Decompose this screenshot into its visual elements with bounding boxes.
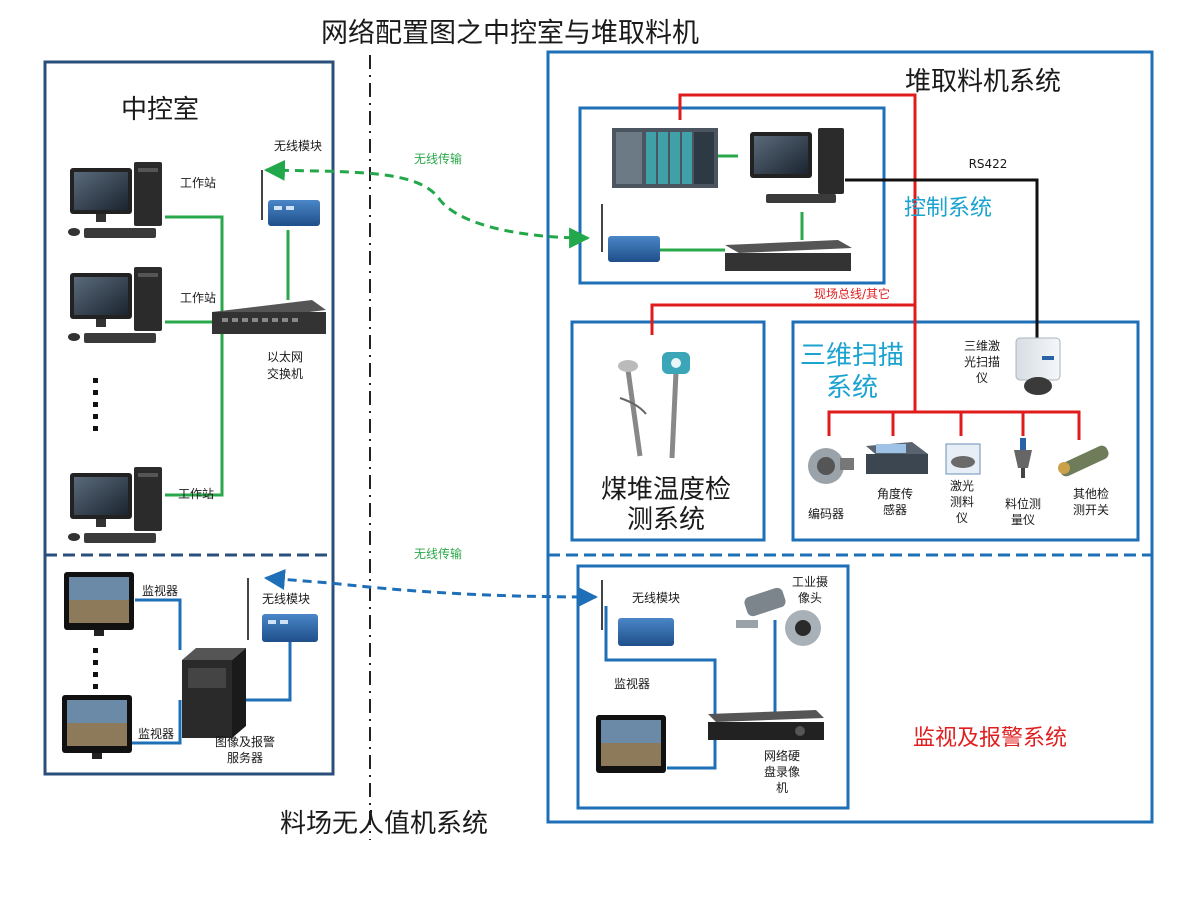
laser-meter-label-line2: 测料 bbox=[950, 495, 974, 509]
plc-icon bbox=[612, 128, 718, 188]
wireless-module-label-bottom: 无线模块 bbox=[262, 592, 310, 606]
workstation-2 bbox=[68, 267, 162, 343]
rs422-label: RS422 bbox=[969, 157, 1008, 171]
scan-system-box bbox=[791, 320, 1140, 542]
laser-scanner-label-line3: 仪 bbox=[976, 371, 988, 385]
keyboard-icon bbox=[84, 228, 156, 238]
workstation-label-3: 工作站 bbox=[178, 487, 214, 501]
level-meter-icon bbox=[1014, 438, 1032, 478]
angle-sensor-icon bbox=[866, 442, 928, 474]
coal-temp-title-line2: 测系统 bbox=[627, 505, 705, 535]
camera-icon bbox=[736, 587, 821, 646]
keyboard-icon bbox=[84, 533, 156, 543]
encoder-icon bbox=[808, 448, 854, 484]
control-room-title: 中控室 bbox=[121, 95, 199, 125]
wireless-link-bottom bbox=[263, 569, 599, 608]
control-pc-icon bbox=[750, 128, 844, 203]
monitor-1 bbox=[64, 572, 134, 636]
server-label-line2: 服务器 bbox=[227, 750, 263, 765]
ethernet-switch-icon bbox=[212, 300, 326, 334]
computer-tower-icon bbox=[134, 162, 162, 226]
workstation-1 bbox=[68, 162, 162, 238]
control-system-title: 控制系统 bbox=[904, 196, 992, 221]
computer-tower-icon bbox=[134, 267, 162, 331]
laser-meter-label-line3: 仪 bbox=[956, 511, 968, 525]
laser-scanner-icon bbox=[1015, 337, 1061, 395]
coal-temp-box bbox=[570, 320, 766, 542]
monitor-label-1: 监视器 bbox=[142, 583, 178, 598]
scan-title-line1: 三维扫描 bbox=[800, 341, 904, 371]
control-wireless-icon bbox=[601, 204, 660, 262]
laser-scanner-label-line2: 光扫描 bbox=[964, 355, 1000, 369]
control-switch-icon bbox=[725, 240, 852, 271]
other-switch-label-line1: 其他检 bbox=[1073, 486, 1109, 501]
machine-system-frame bbox=[546, 50, 1154, 824]
keyboard-icon bbox=[84, 333, 156, 343]
wireless-link-bottom-label: 无线传输 bbox=[414, 546, 462, 561]
wireless-link-top-label: 无线传输 bbox=[414, 151, 462, 166]
machine-monitor-label: 监视器 bbox=[614, 676, 650, 691]
server-label-line1: 图像及报警 bbox=[215, 734, 275, 749]
nvr-label-line3: 机 bbox=[776, 781, 788, 795]
machine-wireless-icon bbox=[601, 580, 674, 646]
control-system-cables bbox=[658, 154, 804, 252]
other-switch-icon bbox=[1058, 445, 1109, 477]
level-meter-label-line2: 量仪 bbox=[1011, 513, 1035, 527]
bottom-system-label: 料场无人值机系统 bbox=[280, 809, 488, 839]
video-cables bbox=[128, 598, 777, 770]
workstation-label-1: 工作站 bbox=[180, 176, 216, 190]
workstation-3 bbox=[68, 467, 162, 543]
machine-monitor-icon bbox=[596, 715, 666, 773]
keyboard-icon bbox=[766, 194, 836, 203]
computer-tower-icon bbox=[134, 467, 162, 531]
monitor-subsystem-box bbox=[576, 564, 850, 810]
laser-meter-label-line1: 激光 bbox=[950, 479, 974, 493]
server-icon bbox=[182, 648, 246, 738]
wireless-module-icon bbox=[261, 170, 320, 226]
monitor-2 bbox=[62, 695, 132, 759]
nvr-label-line2: 盘录像 bbox=[764, 764, 800, 779]
diagram-title: 网络配置图之中控室与堆取料机 bbox=[321, 18, 699, 49]
wireless-module-icon-2 bbox=[247, 578, 318, 642]
angle-sensor-label-line1: 角度传 bbox=[877, 486, 913, 501]
monitor-label-2: 监视器 bbox=[138, 726, 174, 741]
machine-system-title: 堆取料机系统 bbox=[905, 67, 1061, 97]
laser-scanner-label-line1: 三维激 bbox=[964, 339, 1000, 353]
wireless-module-label-top: 无线模块 bbox=[274, 139, 322, 153]
fieldbus-label: 现场总线/其它 bbox=[814, 286, 890, 301]
machine-wireless-label: 无线模块 bbox=[632, 591, 680, 605]
camera-label-line2: 像头 bbox=[798, 591, 822, 605]
monitor-system-title: 监视及报警系统 bbox=[913, 726, 1067, 751]
switch-label-line1: 以太网 bbox=[267, 349, 303, 364]
coal-temp-title-line1: 煤堆温度检 bbox=[601, 475, 731, 505]
control-room-frame bbox=[43, 60, 335, 776]
fieldbus-lines bbox=[650, 93, 1081, 440]
nvr-label-line1: 网络硬 bbox=[764, 748, 800, 763]
encoder-label-line1: 编码器 bbox=[808, 506, 844, 521]
level-meter-label-line1: 料位测 bbox=[1005, 496, 1041, 511]
scan-title-line2: 系统 bbox=[826, 373, 878, 403]
more-workstations-dots bbox=[93, 378, 98, 689]
camera-label-line1: 工业摄 bbox=[792, 574, 828, 589]
switch-label-line2: 交换机 bbox=[267, 366, 303, 381]
rs422-line bbox=[845, 178, 1039, 338]
angle-sensor-label-line2: 感器 bbox=[883, 502, 907, 517]
workstation-label-2: 工作站 bbox=[180, 291, 216, 305]
laser-meter-icon bbox=[945, 443, 981, 475]
wireless-link-top bbox=[263, 159, 591, 249]
temperature-probe-icons bbox=[618, 352, 690, 459]
computer-tower-icon bbox=[818, 128, 844, 194]
other-switch-label-line2: 测开关 bbox=[1073, 503, 1109, 517]
nvr-icon bbox=[708, 710, 824, 740]
